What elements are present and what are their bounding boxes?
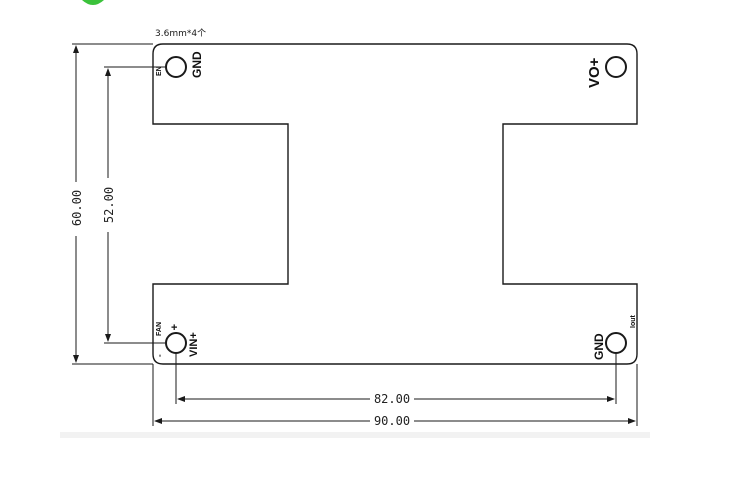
bottom-shadow [60, 432, 650, 438]
dimension-label-overall-height: 60.00 [70, 190, 84, 226]
pin-label-iout: Iout [630, 315, 637, 328]
logo-fragment [82, 0, 104, 5]
mounting-hole-top-right [605, 56, 627, 78]
hole-note: 3.6mm*4个 [155, 28, 206, 39]
mounting-hole-bottom-right [605, 332, 627, 354]
dimension-hole-spacing-horizontal [175, 353, 617, 404]
mounting-hole-top-left [165, 56, 187, 78]
pin-label-gnd-bottom: GND [592, 333, 606, 360]
dimension-label-hole-spacing-vertical: 52.00 [102, 187, 116, 223]
pin-label-fan-plus: + [171, 322, 177, 334]
arrow-spacing-v-top [105, 68, 111, 76]
pin-label-gnd-top: GND [190, 51, 204, 78]
dimension-hole-spacing-vertical [104, 66, 166, 344]
arrow-spacing-h-right [607, 396, 615, 402]
dimension-label-overall-width: 90.00 [374, 414, 410, 428]
pin-label-fan-minus: - [155, 354, 164, 357]
arrow-width-right [628, 418, 636, 424]
board-outline [152, 43, 638, 365]
pin-label-en: EN [156, 66, 163, 76]
arrow-height-bottom [73, 355, 79, 363]
pin-label-vo-plus: VO+ [586, 57, 603, 88]
dimension-label-hole-spacing-horizontal: 82.00 [374, 392, 410, 406]
pin-label-vin-plus: VIN+ [188, 332, 200, 357]
mounting-hole-bottom-left [165, 332, 187, 354]
arrow-spacing-h-left [177, 396, 185, 402]
arrow-height-top [73, 45, 79, 53]
dimension-overall-height [72, 43, 153, 365]
pin-label-fan: FAN [156, 322, 163, 336]
arrow-width-left [154, 418, 162, 424]
dimension-overall-width [152, 364, 638, 426]
arrow-spacing-v-bottom [105, 334, 111, 342]
